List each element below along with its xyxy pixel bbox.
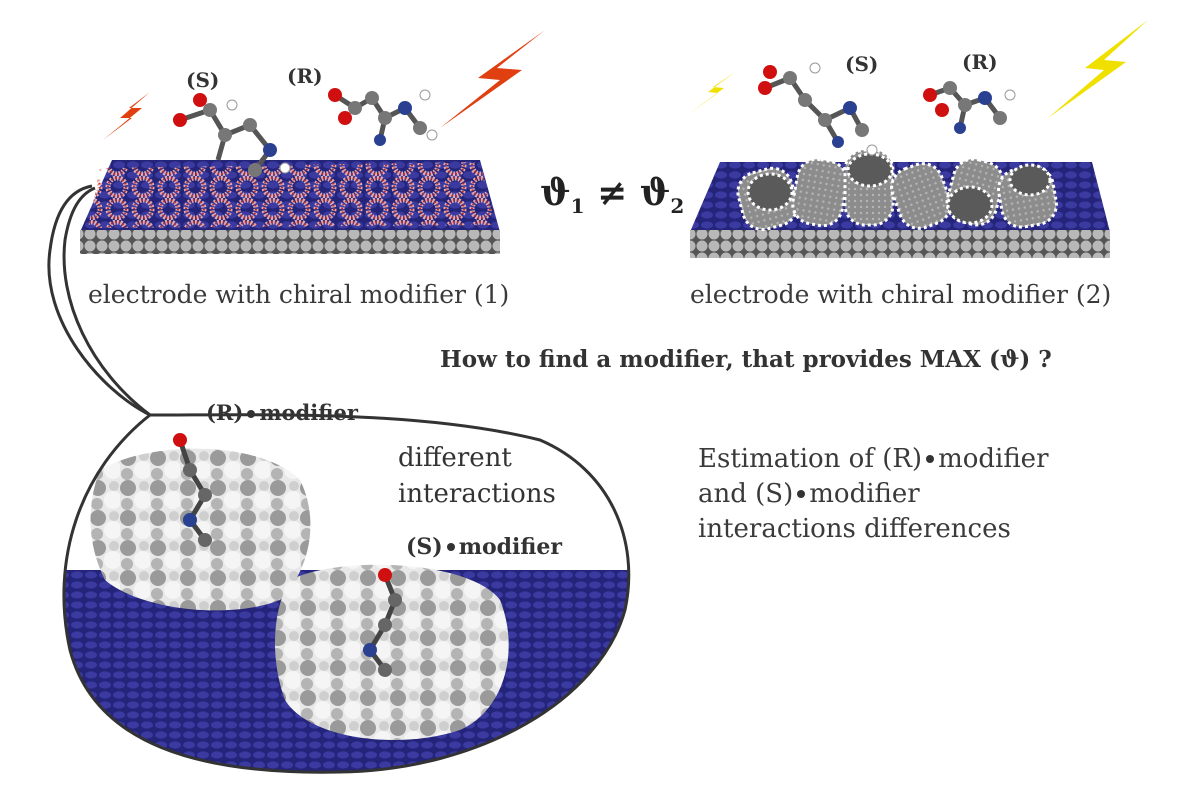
label-r-modifier: (R) modifier <box>206 400 358 425</box>
different-line: different <box>398 443 512 473</box>
r-modifier-suffix: modifier <box>259 400 358 425</box>
molecule-r-left <box>328 88 438 146</box>
not-equal-sign: ≠ <box>597 172 628 214</box>
question-heading: How to find a modifier, that provides MA… <box>440 346 1052 373</box>
molecule-s-left <box>173 93 291 177</box>
estimation-line-1: Estimation of (R) modifier <box>698 442 1049 477</box>
caption-electrode-2: electrode with chiral modifier (2) <box>690 280 1112 309</box>
molecule-s-zoom <box>363 568 402 677</box>
spark-small-right <box>686 72 735 116</box>
s-modifier-prefix: (S) <box>406 534 443 560</box>
theta-inequality: ϑ1 ≠ ϑ2 <box>540 172 684 218</box>
spark-large-right <box>1048 20 1148 118</box>
bullet-dot <box>797 490 806 498</box>
estimation-line-2-prefix: and (S) <box>698 479 794 509</box>
theta-symbol-2: ϑ <box>639 172 671 214</box>
spark-small-left <box>103 92 150 140</box>
zoom-pointer-line-2 <box>62 186 151 417</box>
estimation-line-3: interactions differences <box>698 514 1011 544</box>
bullet-dot <box>446 543 455 551</box>
molecule-s-right <box>758 62 878 156</box>
interactions-line: interactions <box>398 479 556 509</box>
molecule-r-right <box>923 81 1016 134</box>
estimation-line-2: and (S) modifier <box>698 477 1049 512</box>
r-modifier-prefix: (R) <box>206 400 244 425</box>
estimation-text: Estimation of (R) modifier and (S) modifie… <box>698 442 1049 547</box>
estimation-line-2-suffix: modifier <box>809 479 920 509</box>
zoom-bubble-content <box>63 448 629 773</box>
estimation-line-1-prefix: Estimation of (R) <box>698 444 923 474</box>
label-s-right: (S) <box>845 52 879 76</box>
spark-large-left <box>440 30 545 128</box>
theta-symbol-1: ϑ <box>540 172 571 214</box>
nanotubes <box>736 148 1058 232</box>
estimation-line-1-suffix: modifier <box>938 444 1049 474</box>
bullet-dot <box>247 409 256 418</box>
label-s-modifier: (S) modifier <box>406 534 562 560</box>
bullet-dot <box>926 455 935 463</box>
label-r-left: (R) <box>287 64 323 88</box>
electrode-left <box>80 160 500 254</box>
label-r-right: (R) <box>962 50 998 74</box>
theta-sub-1: 1 <box>570 194 585 219</box>
molecule-r-zoom <box>173 433 212 547</box>
zoom-bubble-outline <box>62 413 631 774</box>
theta-sub-2: 2 <box>670 194 685 219</box>
label-s-left: (S) <box>186 68 220 92</box>
caption-electrode-1: electrode with chiral modifier (1) <box>88 280 510 309</box>
zoom-pointer-line-1 <box>47 184 151 417</box>
different-interactions-label: different interactions <box>398 440 556 512</box>
s-modifier-suffix: modifier <box>458 534 562 560</box>
